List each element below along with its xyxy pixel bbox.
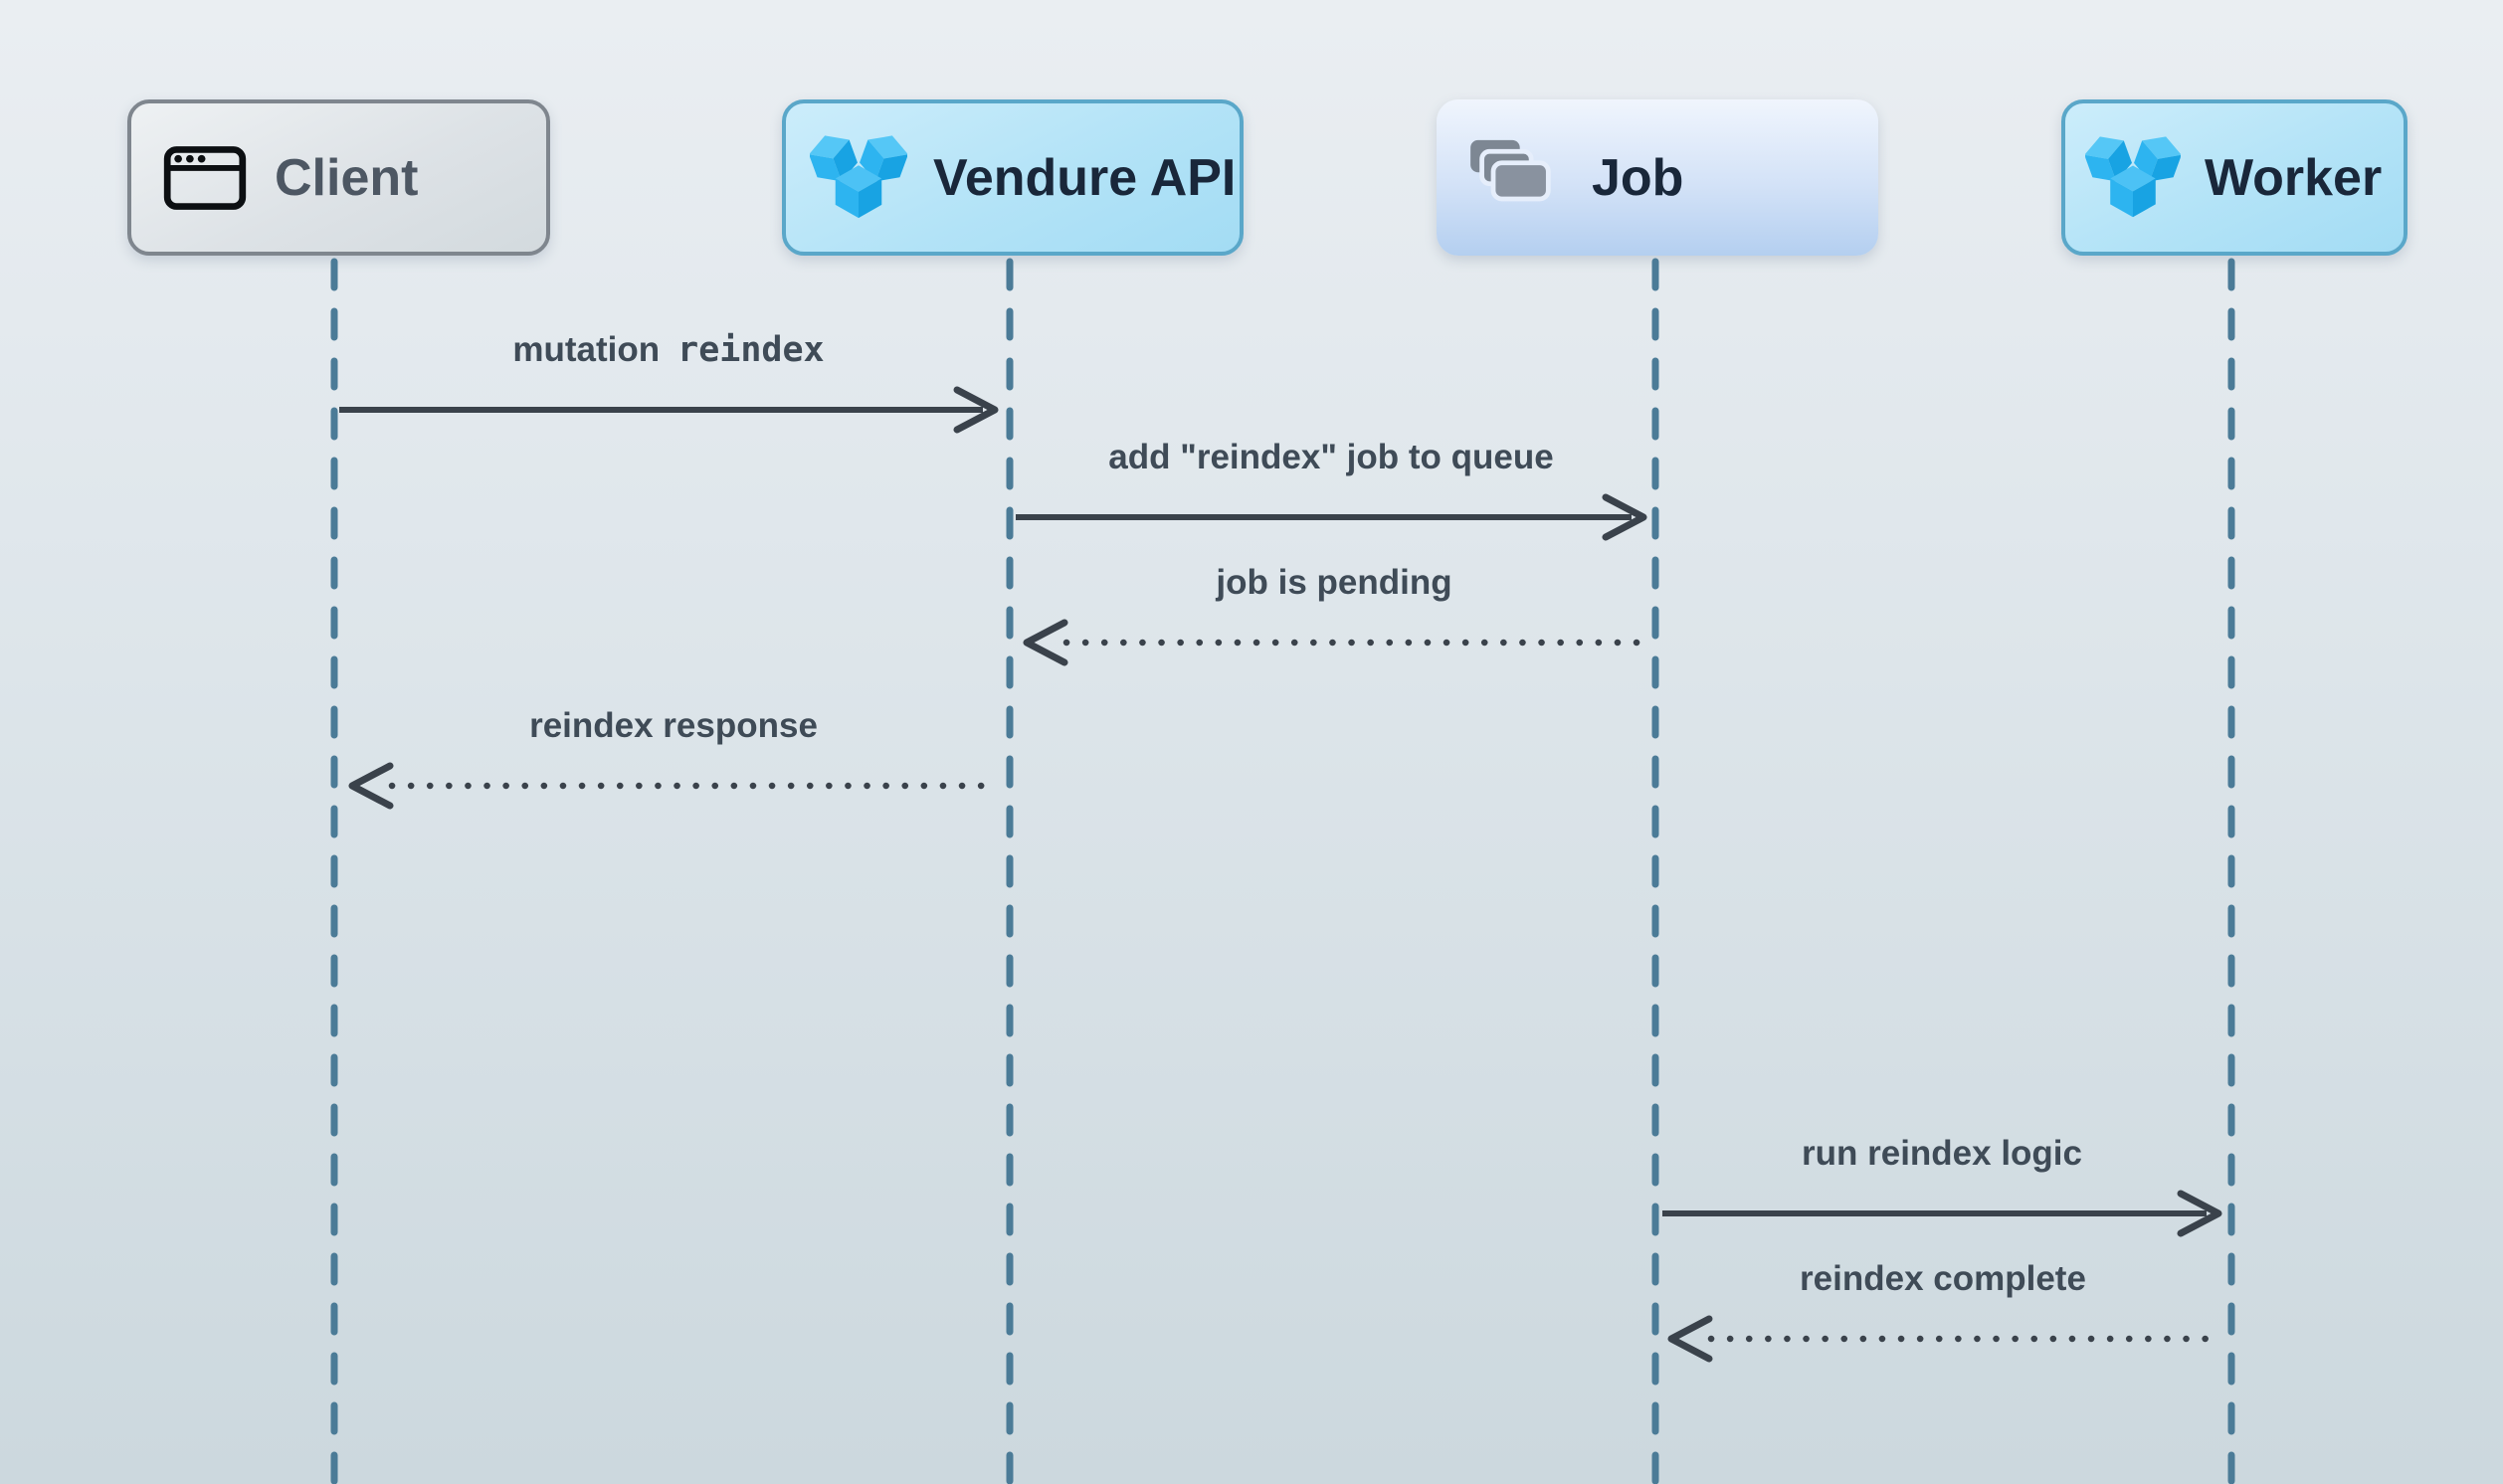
message-label: run reindex logic xyxy=(1802,1134,2082,1173)
actor-job: Job xyxy=(1437,99,1878,256)
dotted-arrow-left xyxy=(1667,1315,2222,1363)
vendure-logo-icon xyxy=(810,131,907,225)
actor-client: Client xyxy=(127,99,550,256)
message-job-is-pending: job is pending xyxy=(1019,561,1649,672)
message-add-job-to-queue: add "reindex" job to queue xyxy=(1013,436,1649,547)
browser-window-icon xyxy=(163,145,247,210)
dotted-arrow-left xyxy=(1023,619,1649,666)
lifeline-worker xyxy=(2227,258,2235,1484)
vendure-logo-icon xyxy=(2085,132,2181,224)
actor-label: Worker xyxy=(2205,148,2383,207)
inline-code: reindex xyxy=(677,330,825,370)
actor-vendure-api: Vendure API xyxy=(782,99,1244,256)
actor-label: Job xyxy=(1592,148,1684,207)
actor-label: Client xyxy=(275,148,419,207)
message-label: add "reindex" job to queue xyxy=(1108,438,1554,476)
lifeline-vendure-api xyxy=(1006,258,1014,1484)
message-reindex-complete: reindex complete xyxy=(1663,1257,2222,1369)
lifeline-client xyxy=(330,258,338,1484)
message-label: reindex complete xyxy=(1800,1259,2086,1298)
dotted-arrow-left xyxy=(348,762,1003,810)
solid-arrow-right xyxy=(1662,1190,2222,1237)
lifeline-job xyxy=(1651,258,1659,1484)
message-label: job is pending xyxy=(1216,563,1452,602)
message-run-reindex-logic: run reindex logic xyxy=(1659,1132,2224,1243)
stacked-cards-icon xyxy=(1470,139,1551,201)
solid-arrow-right xyxy=(339,386,999,434)
message-reindex-response: reindex response xyxy=(344,704,1003,816)
actor-worker: Worker xyxy=(2061,99,2407,256)
actor-label: Vendure API xyxy=(933,148,1237,207)
solid-arrow-right xyxy=(1016,493,1647,541)
message-label: reindex response xyxy=(529,706,818,745)
